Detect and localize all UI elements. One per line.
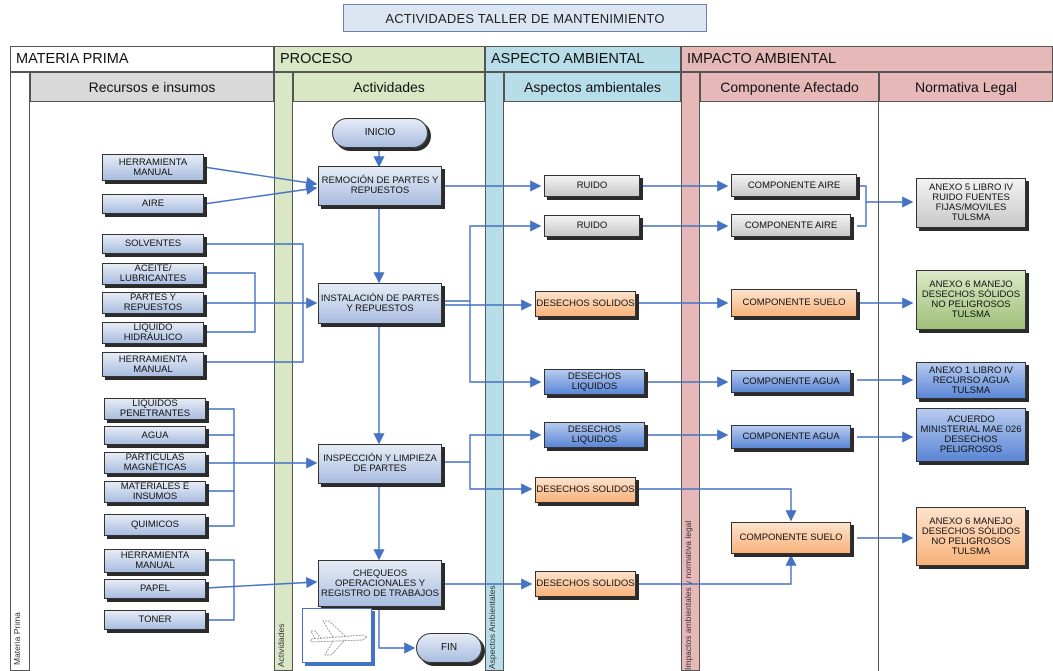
resource-particulas-magneticas: PARTICULAS MAGNÉTICAS (104, 452, 206, 474)
resource-aceite-lubricantes: ACEITE/ LUBRICANTES (102, 263, 204, 285)
component-agua-2: COMPONENTE AGUA (731, 425, 851, 449)
resource-toner: TONER (104, 610, 206, 630)
resource-herramienta-manual-3: HERRAMIENTA MANUAL (104, 549, 206, 573)
component-agua-1: COMPONENTE AGUA (731, 370, 851, 393)
aspect-desechos-liquidos-2: DESECHOS LIQUIDOS (544, 422, 645, 448)
resource-herramienta-manual-2: HERRAMIENTA MANUAL (102, 352, 204, 377)
norm-anexo6-solidos-1: ANEXO 6 MANEJO DESECHOS SÓLIDOS NO PELIG… (916, 270, 1026, 330)
subheader-aspectos: Aspectos ambientales (504, 72, 681, 102)
lane-header-aspecto-ambiental: ASPECTO AMBIENTAL (485, 46, 681, 72)
lane-header-materia-prima: MATERIA PRIMA (10, 46, 274, 72)
activity-inspeccion: INSPECCIÓN Y LIMPIEZA DE PARTES (318, 444, 442, 484)
resource-solventes: SOLVENTES (102, 234, 204, 254)
component-suelo-2: COMPONENTE SUELO (731, 522, 851, 554)
component-aire-1: COMPONENTE AIRE (731, 174, 857, 197)
component-suelo-1: COMPONENTE SUELO (731, 289, 857, 317)
resource-partes-repuestos: PARTES Y REPUESTOS (102, 292, 204, 314)
aspect-desechos-solidos-3: DESECHOS SOLIDOS (535, 571, 636, 597)
lane-header-proceso: PROCESO (274, 46, 485, 72)
activity-remocion: REMOCIÓN DE PARTES Y REPUESTOS (318, 166, 442, 206)
aspect-desechos-liquidos-1: DESECHOS LIQUIDOS (544, 369, 645, 395)
resource-quimicos: QUIMICOS (104, 514, 206, 536)
activity-chequeos: CHEQUEOS OPERACIONALES Y REGISTRO DE TRA… (318, 560, 442, 607)
resource-herramienta-manual: HERRAMIENTA MANUAL (102, 154, 204, 181)
subheader-normativa: Normativa Legal (879, 72, 1053, 102)
norm-anexo1-agua: ANEXO 1 LIBRO IV RECURSO AGUA TULSMA (916, 362, 1026, 399)
resource-agua: AGUA (104, 426, 206, 445)
start-node: INICIO (332, 118, 428, 148)
resource-aire: AIRE (102, 194, 204, 214)
resource-papel: PAPEL (104, 579, 206, 599)
aspect-ruido-1: RUIDO (544, 175, 640, 197)
column-divider (878, 102, 879, 671)
resource-liquido-hidraulico: LIQUIDO HIDRÁULICO (102, 322, 204, 344)
resource-materiales-insumos: MATERIALES E INSUMOS (104, 481, 206, 503)
aspect-desechos-solidos-2: DESECHOS SOLIDOS (535, 477, 636, 503)
aspect-ruido-2: RUIDO (544, 215, 640, 237)
subheader-recursos: Recursos e insumos (30, 72, 274, 102)
subheader-componente: Componente Afectado (700, 72, 879, 102)
end-node: FIN (416, 633, 482, 663)
resource-liquidos-penetrantes: LIQUIDOS PENETRANTES (104, 398, 206, 420)
lane-header-impacto-ambiental: IMPACTO AMBIENTAL (681, 46, 1053, 72)
norm-acuerdo-026: ACUERDO MINISTERIAL MAE 026 DESECHOS PEL… (916, 408, 1026, 462)
component-aire-2: COMPONENTE AIRE (731, 214, 851, 237)
subheader-actividades: Actividades (293, 72, 485, 102)
aspect-desechos-solidos-1: DESECHOS SOLIDOS (535, 291, 636, 317)
norm-anexo6-solidos-2: ANEXO 6 MANEJO DESECHOS SÓLIDOS NO PELIG… (916, 507, 1026, 566)
airplane-icon (310, 620, 368, 656)
norm-anexo5-ruido: ANEXO 5 LIBRO IV RUIDO FUENTES FIJAS/MOV… (916, 178, 1026, 228)
diagram-title: ACTIVIDADES TALLER DE MANTENIMIENTO (343, 4, 707, 32)
activity-instalacion: INSTALACIÓN DE PARTES Y REPUESTOS (318, 283, 442, 324)
airplane-image (302, 608, 372, 663)
